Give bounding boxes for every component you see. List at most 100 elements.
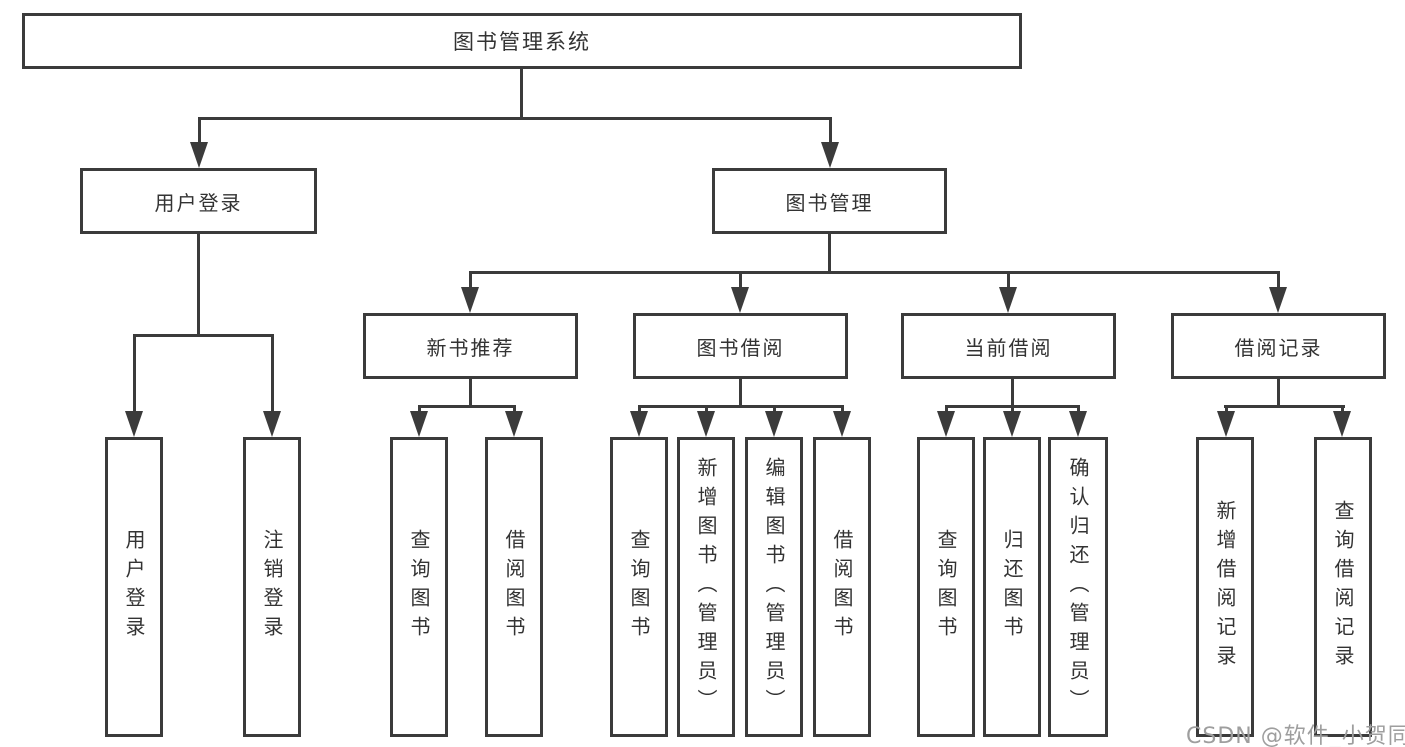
- arrow-stem: [197, 117, 201, 142]
- arrow-stem: [1224, 405, 1228, 411]
- node-label: 新增借阅记录: [1213, 500, 1237, 674]
- arrow-stem: [1340, 405, 1344, 411]
- node-label: 借阅图书: [830, 529, 854, 645]
- node-label: 新增图书（管理员）: [694, 456, 718, 718]
- arrow-head: [125, 411, 143, 437]
- node-label: 新书推荐: [426, 335, 515, 360]
- arrow-head: [821, 142, 839, 168]
- arrow-stem: [1276, 271, 1280, 287]
- node-label: 查询图书: [407, 529, 431, 645]
- leaf-user-login: 用户登录: [105, 437, 163, 737]
- node-current-borrowing: 当前借阅: [901, 313, 1116, 379]
- arrow-stem: [468, 271, 472, 287]
- node-label: 注销登录: [260, 529, 284, 645]
- arrow-down-icon: [630, 405, 648, 437]
- arrow-down-icon: [1217, 405, 1235, 437]
- node-label: 查询图书: [934, 529, 958, 645]
- leaf-add-borrowing-record: 新增借阅记录: [1196, 437, 1254, 737]
- leaf-confirm-return-admin: 确认归还（管理员）: [1048, 437, 1108, 737]
- arrow-down-icon: [821, 117, 839, 168]
- node-label: 借阅图书: [502, 529, 526, 645]
- connector-line: [520, 69, 523, 118]
- node-label: 编辑图书（管理员）: [762, 456, 786, 718]
- arrow-head: [1069, 411, 1087, 437]
- arrow-down-icon: [410, 405, 428, 437]
- connector-line: [469, 379, 472, 407]
- arrow-stem: [828, 117, 832, 142]
- node-label: 借阅记录: [1234, 335, 1323, 360]
- node-label: 图书管理系统: [453, 30, 591, 54]
- connector-line: [418, 405, 516, 408]
- arrow-down-icon: [697, 405, 715, 437]
- connector-line: [1224, 405, 1345, 408]
- node-book-borrowing: 图书借阅: [633, 313, 848, 379]
- arrow-stem: [1006, 271, 1010, 287]
- arrow-stem: [512, 405, 516, 411]
- arrow-stem: [772, 405, 776, 411]
- connector-line: [1277, 379, 1280, 407]
- node-label: 用户登录: [154, 190, 243, 215]
- arrow-stem: [840, 405, 844, 411]
- connector-line: [469, 271, 1280, 274]
- arrow-down-icon: [125, 334, 143, 437]
- node-book-management: 图书管理: [712, 168, 947, 234]
- arrow-down-icon: [833, 405, 851, 437]
- node-label: 图书管理: [785, 190, 874, 215]
- arrow-head: [1333, 411, 1351, 437]
- leaf-borrow-books-recommend: 借阅图书: [485, 437, 543, 737]
- arrow-down-icon: [731, 271, 749, 313]
- leaf-query-books-recommend: 查询图书: [390, 437, 448, 737]
- leaf-add-books-admin: 新增图书（管理员）: [677, 437, 735, 737]
- node-label: 归还图书: [1000, 529, 1024, 645]
- arrow-down-icon: [1269, 271, 1287, 313]
- node-label: 当前借阅: [964, 335, 1053, 360]
- arrow-head: [505, 411, 523, 437]
- arrow-head: [630, 411, 648, 437]
- arrow-stem: [132, 334, 136, 411]
- node-label: 图书借阅: [696, 335, 785, 360]
- node-user-login: 用户登录: [80, 168, 317, 234]
- arrow-down-icon: [1333, 405, 1351, 437]
- arrow-head: [697, 411, 715, 437]
- leaf-return-books: 归还图书: [983, 437, 1041, 737]
- arrow-head: [731, 287, 749, 313]
- arrow-head: [999, 287, 1017, 313]
- connector-line: [198, 117, 832, 120]
- arrow-stem: [944, 405, 948, 411]
- arrow-head: [461, 287, 479, 313]
- arrow-head: [410, 411, 428, 437]
- connector-line: [133, 334, 274, 337]
- connector-line: [739, 379, 742, 407]
- arrow-head: [1003, 411, 1021, 437]
- leaf-edit-books-admin: 编辑图书（管理员）: [745, 437, 803, 737]
- arrow-down-icon: [999, 271, 1017, 313]
- node-new-book-recommendation: 新书推荐: [363, 313, 578, 379]
- node-label: 查询借阅记录: [1331, 500, 1355, 674]
- leaf-borrow-books-borrowing: 借阅图书: [813, 437, 871, 737]
- arrow-stem: [1076, 405, 1080, 411]
- arrow-down-icon: [461, 271, 479, 313]
- arrow-down-icon: [1069, 405, 1087, 437]
- leaf-logout: 注销登录: [243, 437, 301, 737]
- arrow-down-icon: [263, 334, 281, 437]
- arrow-head: [765, 411, 783, 437]
- arrow-down-icon: [765, 405, 783, 437]
- connector-line: [638, 405, 844, 408]
- arrow-head: [1269, 287, 1287, 313]
- arrow-head: [937, 411, 955, 437]
- connector-line: [1011, 379, 1014, 407]
- arrow-head: [190, 142, 208, 168]
- node-borrowing-records: 借阅记录: [1171, 313, 1386, 379]
- leaf-query-borrowing-record: 查询借阅记录: [1314, 437, 1372, 737]
- arrow-stem: [270, 334, 274, 411]
- arrow-stem: [637, 405, 641, 411]
- leaf-query-books-current: 查询图书: [917, 437, 975, 737]
- arrow-down-icon: [190, 117, 208, 168]
- node-label: 用户登录: [122, 529, 146, 645]
- connector-line: [197, 234, 200, 336]
- arrow-down-icon: [1003, 405, 1021, 437]
- leaf-query-books-borrowing: 查询图书: [610, 437, 668, 737]
- node-library-management-system: 图书管理系统: [22, 13, 1022, 69]
- csdn-watermark: CSDN @软件_小贺同学: [1186, 724, 1405, 747]
